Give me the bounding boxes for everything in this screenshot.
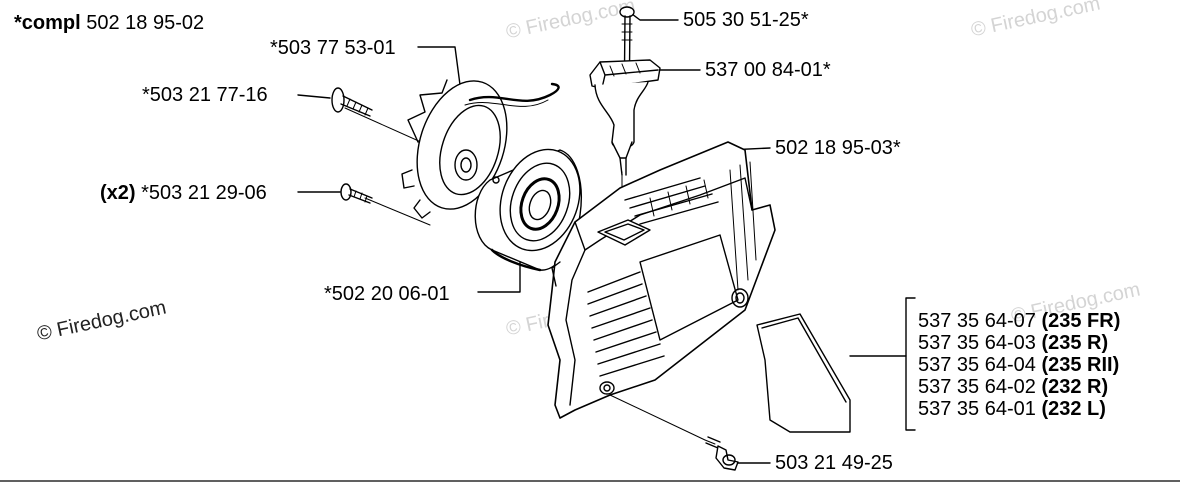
decal-sticker [756, 313, 851, 433]
rope-pulley-503-77-53-01 [401, 79, 560, 219]
handle-assembly [589, 6, 661, 176]
callout-503-21-49-25: 503 21 49-25 [775, 452, 893, 474]
decal-part-number: 537 35 64-02 [918, 376, 1036, 398]
callout-537-00-84-01: 537 00 84-01* [705, 59, 831, 81]
screw-503-21-77-16 [331, 87, 373, 117]
callout-505-30-51-25: 505 30 51-25* [683, 9, 809, 31]
decal-row: 537 35 64-01 (232 L) [918, 398, 1120, 420]
leader-502-20-06-01 [477, 261, 521, 293]
callout-503-21-29-06-number: *503 21 29-06 [141, 182, 267, 204]
decal-model: (235 FR) [1041, 310, 1121, 332]
spring-housing-502-20-06-01 [474, 148, 582, 272]
decal-part-number: 537 35 64-03 [918, 332, 1036, 354]
decal-model: (232 L) [1041, 398, 1106, 420]
callout-503-21-29-06: (x2) *503 21 29-06 [100, 182, 267, 204]
decal-list-bracket [905, 297, 916, 431]
callout-502-20-06-01: *502 20 06-01 [324, 283, 450, 305]
assembly-part-label: *compl 502 18 95-02 [14, 12, 204, 34]
callout-503-21-77-16: *503 21 77-16 [142, 84, 268, 106]
decal-row: 537 35 64-04 (235 RII) [918, 354, 1120, 376]
decal-part-number: 537 35 64-07 [918, 310, 1036, 332]
decal-model: (235 RII) [1041, 354, 1120, 376]
callout-503-77-53-01: *503 77 53-01 [270, 37, 396, 59]
screw-503-21-49-25 [704, 436, 739, 471]
decal-model: (235 R) [1041, 332, 1109, 354]
starter-cover-502-18-95-03 [547, 141, 776, 419]
decal-model: (232 R) [1041, 376, 1109, 398]
decal-part-list: 537 35 64-07 (235 FR) 537 35 64-03 (235 … [918, 310, 1120, 420]
screw-503-21-29-06 [340, 183, 373, 204]
compl-prefix: *compl [14, 12, 81, 34]
decal-row: 537 35 64-02 (232 R) [918, 376, 1120, 398]
callout-502-18-95-03: 502 18 95-03* [775, 137, 901, 159]
decal-row: 537 35 64-07 (235 FR) [918, 310, 1120, 332]
decal-row: 537 35 64-03 (235 R) [918, 332, 1120, 354]
decal-part-number: 537 35 64-04 [918, 354, 1036, 376]
leader-503-77-53-01 [417, 46, 463, 101]
quantity-prefix: (x2) [100, 182, 136, 204]
decal-part-number: 537 35 64-01 [918, 398, 1036, 420]
assembly-part-number: 502 18 95-02 [86, 12, 205, 34]
leader-505-30-51-25 [631, 13, 679, 21]
leader-503-21-77-16 [297, 94, 331, 99]
